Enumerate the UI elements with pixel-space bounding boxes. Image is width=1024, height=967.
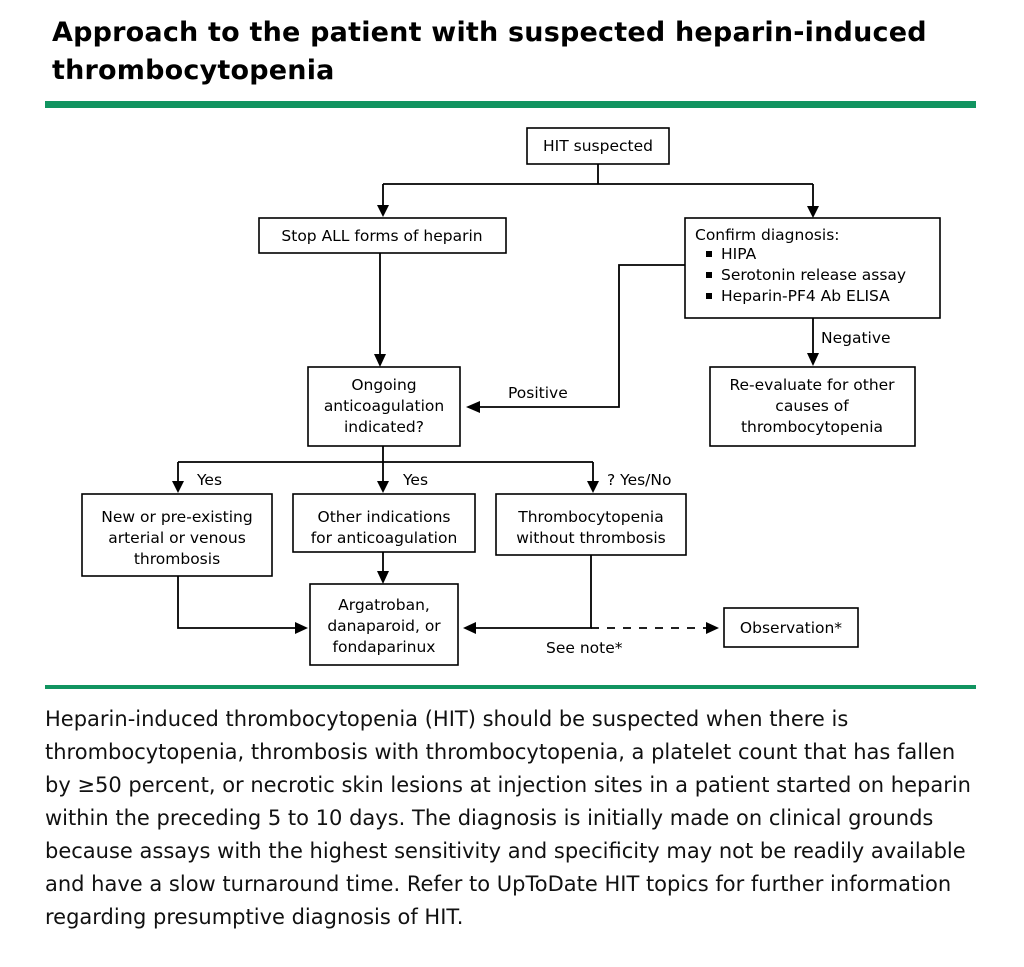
thrombosis-line-2: arterial or venous — [108, 529, 246, 547]
edge-label-see-note: See note* — [546, 639, 623, 657]
other-indications-line-1: Other indications — [318, 508, 451, 526]
bullet-icon — [706, 251, 712, 257]
treatment-line-3: fondaparinux — [333, 638, 436, 656]
ongoing-line-2: anticoagulation — [324, 397, 444, 415]
edge-label-yes-left: Yes — [196, 471, 222, 489]
box-reevaluate — [709, 366, 916, 447]
connector-ongoing-split — [178, 446, 593, 463]
arrowhead — [587, 481, 599, 493]
title-divider — [45, 101, 976, 108]
box-thrombosis — [81, 493, 273, 577]
confirm-item-elisa: Heparin-PF4 Ab ELISA — [721, 287, 890, 305]
arrowhead — [172, 481, 184, 493]
reevaluate-line-3: thrombocytopenia — [741, 418, 883, 436]
page-title: Approach to the patient with suspected h… — [52, 17, 927, 86]
box-thrombocytopenia — [495, 493, 687, 556]
ongoing-line-1: Ongoing — [351, 376, 416, 394]
edge-label-positive: Positive — [508, 384, 568, 402]
hit-suspected-label: HIT suspected — [543, 137, 653, 155]
box-confirm-diagnosis — [684, 217, 941, 319]
reevaluate-line-1: Re-evaluate for other — [729, 376, 895, 394]
arrowhead — [807, 353, 819, 366]
reevaluate-line-2: causes of — [775, 397, 849, 415]
treatment-line-1: Argatroban, — [338, 596, 430, 614]
arrowhead — [377, 481, 389, 493]
confirm-diagnosis-heading: Confirm diagnosis: — [695, 226, 840, 244]
box-other-indications — [292, 493, 476, 553]
description-text: Heparin-induced thrombocytopenia (HIT) s… — [45, 707, 971, 929]
box-stop-heparin — [258, 217, 507, 254]
ongoing-line-3: indicated? — [344, 418, 424, 436]
thrombocytopenia-line-1: Thrombocytopenia — [517, 508, 664, 526]
description-divider — [45, 685, 976, 689]
bullet-icon — [706, 293, 712, 299]
arrowhead — [463, 622, 476, 634]
box-observation — [723, 607, 859, 648]
connector-thrombocytopenia-to-treatment — [474, 555, 592, 629]
edge-label-yes-no: ? Yes/No — [607, 471, 671, 489]
arrowheads — [172, 205, 819, 634]
arrowhead — [377, 571, 389, 584]
other-indications-line-2: for anticoagulation — [311, 529, 458, 547]
connector-thrombosis-to-treatment — [177, 576, 296, 629]
arrowhead — [377, 205, 389, 217]
treatment-line-2: danaparoid, or — [327, 617, 441, 635]
flowchart: HIT suspected Stop ALL forms of heparin … — [81, 127, 941, 666]
connector-positive — [478, 264, 685, 408]
arrowhead — [807, 206, 819, 218]
box-ongoing-anticoagulation — [307, 366, 461, 447]
connectors — [177, 164, 814, 629]
edge-label-negative: Negative — [821, 329, 891, 347]
confirm-item-serotonin: Serotonin release assay — [721, 266, 906, 284]
edge-label-yes-middle: Yes — [402, 471, 428, 489]
thrombosis-line-1: New or pre-existing — [101, 508, 252, 526]
connector-hit-split — [383, 164, 813, 185]
stop-heparin-label: Stop ALL forms of heparin — [281, 227, 482, 245]
arrowhead — [706, 622, 719, 634]
box-hit-suspected — [526, 127, 670, 165]
thrombosis-line-3: thrombosis — [134, 550, 220, 568]
arrowhead — [374, 354, 386, 367]
thrombocytopenia-line-2: without thrombosis — [516, 529, 666, 547]
arrowhead — [466, 401, 480, 413]
bullet-icon — [706, 272, 712, 278]
confirm-item-hipa: HIPA — [721, 245, 757, 263]
observation-label: Observation* — [740, 619, 842, 637]
arrowhead — [295, 622, 308, 634]
box-treatment — [309, 583, 459, 666]
